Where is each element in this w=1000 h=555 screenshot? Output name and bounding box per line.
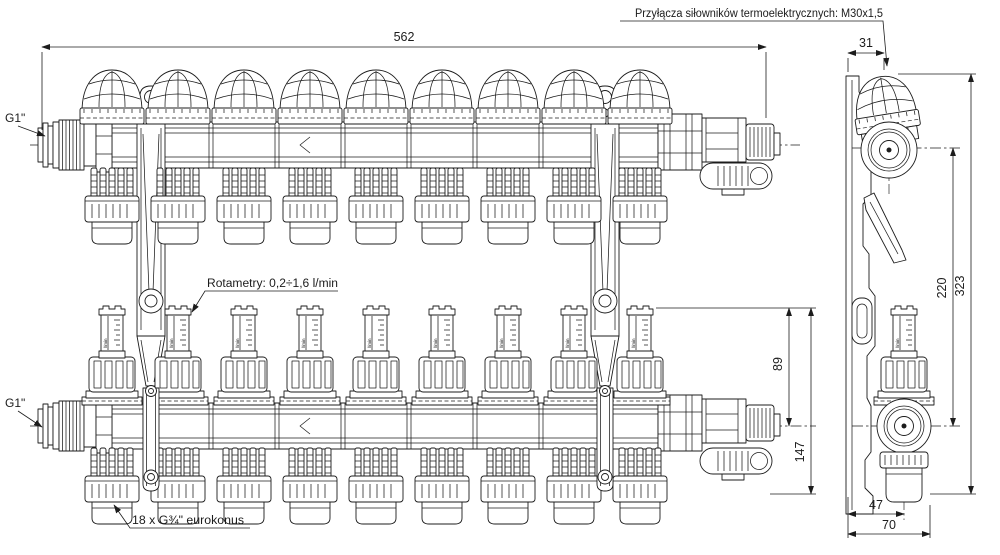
side-flow-meter xyxy=(873,305,935,406)
top-inlet-fitting xyxy=(37,117,113,173)
dim-overall-width: 562 xyxy=(394,30,415,44)
scale-unit: l/min xyxy=(301,338,306,348)
dim-rotameter-to-axis: 89 xyxy=(771,357,785,371)
inlet-label-bottom: G1" xyxy=(5,396,25,410)
bracket-grommet-side xyxy=(851,297,873,345)
scale-unit: l/min xyxy=(103,338,108,348)
bottom-inlet-fitting xyxy=(37,398,113,454)
top-end-valve xyxy=(657,113,781,171)
scale-unit: l/min xyxy=(433,338,438,348)
dim-overall-height: 323 xyxy=(953,276,967,297)
flow-meter-scale-units: l/min l/min l/min l/min l/min l/min l/mi… xyxy=(103,338,636,348)
front-view: l/min l/min l/min l/min l/min l/min l/mi… xyxy=(30,69,816,525)
actuator-connections-note: Przyłącza siłowników termoelektrycznych:… xyxy=(635,8,883,20)
callouts: Przyłącza siłowników termoelektrycznych:… xyxy=(5,8,890,529)
dim-bracket-depth: 31 xyxy=(859,36,873,50)
scale-unit: l/min xyxy=(565,338,570,348)
mounting-bracket-left-tab xyxy=(142,385,160,492)
side-view: l/min xyxy=(845,71,960,520)
dim-rotameter-to-bottom: 147 xyxy=(793,442,807,463)
side-eurokonus-outlet xyxy=(879,451,929,503)
dimensions: 562 31 89 147 220 323 47 70 xyxy=(41,30,976,538)
top-manifold-beam xyxy=(111,121,659,169)
scale-unit: l/min xyxy=(499,338,504,348)
bottom-manifold-beam xyxy=(111,402,659,450)
bottom-end-valve xyxy=(657,394,781,452)
side-top-pipe-end xyxy=(860,121,918,179)
mounting-bracket-right xyxy=(590,85,620,387)
flow-meters-row xyxy=(81,305,671,406)
scale-unit: l/min xyxy=(169,338,174,348)
scale-unit: l/min xyxy=(367,338,372,348)
eurokonus-note: 18 x G¾" eurokonus xyxy=(132,515,244,527)
dim-outlet-offset: 47 xyxy=(869,498,883,512)
scale-unit: l/min xyxy=(895,338,900,348)
inlet-label-top: G1" xyxy=(5,111,25,125)
side-bracket-arm xyxy=(863,192,907,264)
side-bottom-pipe-end xyxy=(876,398,932,454)
top-valve-lever xyxy=(699,162,773,196)
bottom-valve-lever xyxy=(699,447,773,481)
mounting-bracket-right-tab xyxy=(596,385,614,492)
actuator-caps-row xyxy=(79,69,673,125)
top-outlets-row xyxy=(84,167,668,245)
dim-overall-depth: 70 xyxy=(882,518,896,532)
bottom-outlets-row xyxy=(84,447,668,525)
scale-unit: l/min xyxy=(235,338,240,348)
rotameters-note: Rotametry: 0,2÷1,6 l/min xyxy=(207,278,338,290)
dim-axis-spacing: 220 xyxy=(935,278,949,299)
scale-unit: l/min xyxy=(631,338,636,348)
